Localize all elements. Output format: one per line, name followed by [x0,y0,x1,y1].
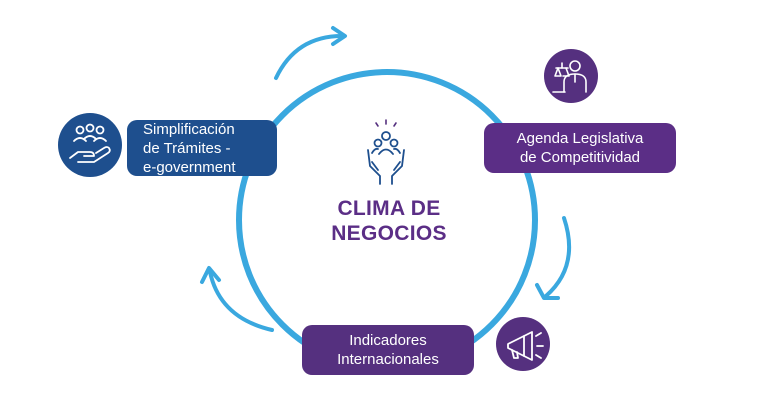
center-title: CLIMA DE NEGOCIOS [304,196,474,246]
hands-holding-people-icon [367,131,405,185]
node-indicadores-internacionales: Indicadores Internacionales [302,325,474,375]
node-simplificacion-tramites: Simplificación de Trámites - e-governmen… [127,120,277,176]
node-agenda-line-2: de Competitividad [519,149,641,166]
cycle-arrow-left [200,266,274,332]
node-simplificacion-line-1: Simplificación [143,120,235,138]
node-indicadores-line-1: Indicadores [349,332,427,349]
cycle-arrow-right [535,216,572,300]
node-simplificacion-line-2: de Trámites - [143,139,231,157]
hand-people-icon [58,113,122,177]
node-agenda-line-1: Agenda Legislativa [516,130,644,147]
sparkle-icon [375,119,397,127]
center-title-line-2: NEGOCIOS [331,222,447,245]
legislator-justice-icon [544,49,598,103]
megaphone-icon [496,317,550,371]
cycle-arrow-top [274,26,347,80]
node-indicadores-line-2: Internacionales [337,351,439,368]
node-simplificacion-line-3: e-government [143,158,236,176]
center-title-line-1: CLIMA DE [337,197,441,220]
node-agenda-legislativa: Agenda Legislativa de Competitividad [484,123,676,173]
